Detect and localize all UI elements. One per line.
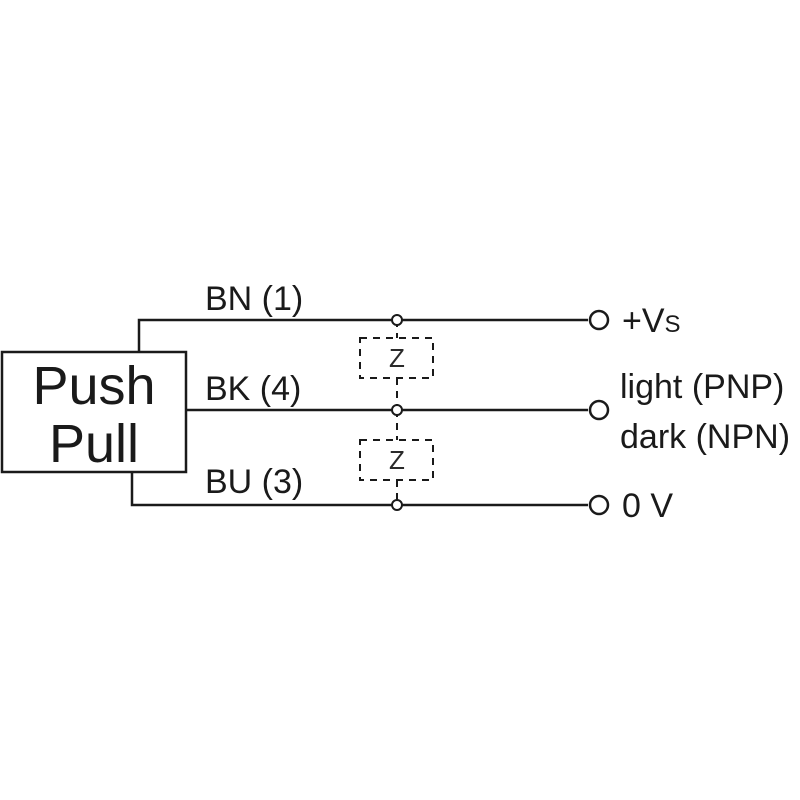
push-pull-box: [0, 350, 188, 474]
device-label-line1: Push: [32, 356, 155, 416]
device-label-line2: Pull: [49, 414, 139, 474]
terminal-output: [588, 399, 610, 421]
junction-node-bn: [391, 314, 403, 326]
bk-wire-label: BK (4): [205, 370, 301, 408]
junction-node-bk: [391, 404, 403, 416]
load-upper-label: Z: [389, 343, 405, 373]
terminal-vs-label: +VS: [622, 302, 681, 340]
bu-wire-label: BU (3): [205, 463, 303, 501]
bn-wire-label: BN (1): [205, 280, 303, 318]
terminal-output-label-line1: light (PNP): [620, 368, 784, 406]
junction-node-bu: [391, 499, 403, 511]
terminal-vs-main: +V: [622, 302, 665, 340]
terminal-output-label-line2: dark (NPN): [620, 418, 790, 456]
load-lower-label: Z: [389, 445, 405, 475]
terminal-ground-label: 0 V: [622, 487, 673, 525]
terminal-ground: [588, 494, 610, 516]
terminal-vs: [588, 309, 610, 331]
bn-wire: [137, 318, 588, 352]
terminal-vs-subscript: S: [665, 311, 681, 338]
bu-wire: [130, 472, 588, 507]
